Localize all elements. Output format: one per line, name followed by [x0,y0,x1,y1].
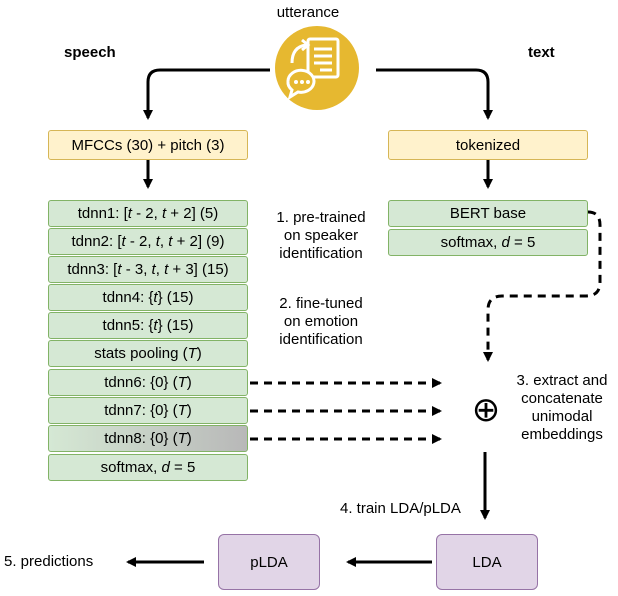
dashed-bert-to-concat [483,210,602,362]
step4-annotation: 4. train LDA/pLDA [340,500,461,517]
step5-annotation: 5. predictions [4,553,94,570]
step1-annotation: 1. pre-trained on speaker identification [276,209,366,262]
bert-base-layer: BERT base [388,200,588,227]
arrow-utterance-to-text [376,68,493,120]
tdnn-softmax-layer: softmax, d = 5 [48,454,248,481]
step2-annotation: 2. fine-tuned on emotion identification [279,295,363,348]
tdnn8-layer: tdnn8: {0} (T) [48,425,248,452]
utterance-icon [275,26,359,110]
tdnn7-layer: tdnn7: {0} (T) [48,397,248,424]
stats-pooling-layer: stats pooling (T) [48,340,248,367]
plda-box: pLDA [218,534,320,590]
tokenized-box: tokenized [388,130,588,160]
concat-icon: ⊕ [471,390,501,430]
speech-label: speech [64,44,116,61]
step3-annotation: 3. extract and concatenate unimodal embe… [516,372,608,443]
utterance-label: utterance [276,4,340,21]
tdnn2-layer: tdnn2: [t - 2, t, t + 2] (9) [48,228,248,255]
text-label: text [528,44,555,61]
tdnn5-layer: tdnn5: {t} (15) [48,312,248,339]
tdnn1-layer: tdnn1: [t - 2, t + 2] (5) [48,200,248,227]
bert-softmax-layer: softmax, d = 5 [388,229,588,256]
mfcc-pitch-box: MFCCs (30) + pitch (3) [48,130,248,160]
arrow-utterance-to-speech [143,68,270,120]
lda-box: LDA [436,534,538,590]
tdnn6-layer: tdnn6: {0} (T) [48,369,248,396]
tdnn3-layer: tdnn3: [t - 3, t, t + 3] (15) [48,256,248,283]
tdnn4-layer: tdnn4: {t} (15) [48,284,248,311]
